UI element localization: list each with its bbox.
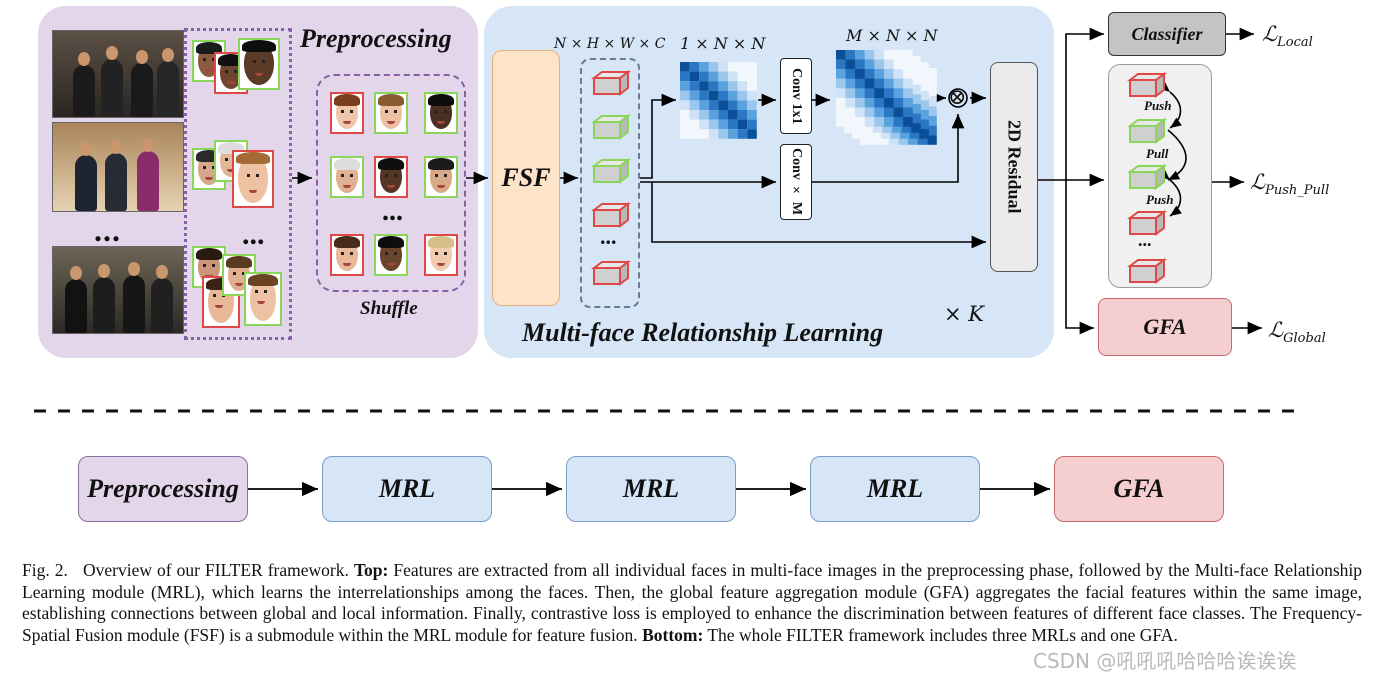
shuffled-face	[424, 156, 458, 198]
convm-label: Conv × M	[789, 148, 804, 216]
fsf-label: FSF	[501, 163, 551, 192]
mrl-title: Multi-face Relationship Learning	[522, 318, 884, 347]
residual-block: 2D Residual	[990, 62, 1038, 272]
loss-local: ℒLocal	[1262, 22, 1313, 51]
shuffled-face	[374, 156, 408, 198]
pull-label: Pull	[1146, 146, 1169, 161]
conv1x1-label: Conv 1x1	[789, 67, 804, 125]
shuffle-frame	[316, 74, 466, 292]
faces-ellipsis: ...	[242, 218, 265, 251]
pipeline-mrl-1: MRL	[322, 456, 492, 522]
gfa-block: GFA	[1098, 298, 1232, 356]
faces-dotted-frame	[184, 28, 292, 340]
feature-dims-label: N × H × W × C	[554, 36, 666, 52]
conv1x1-block: Conv 1x1	[780, 58, 812, 134]
loss-push-pull: ℒPush_Pull	[1250, 170, 1330, 199]
caption-top-label: Top:	[353, 560, 389, 580]
section-divider	[34, 409, 1300, 413]
pipeline-mrl-3: MRL	[810, 456, 980, 522]
group-photo-2	[52, 122, 184, 212]
caption-bottom-text: The whole FILTER framework includes thre…	[707, 624, 1178, 645]
face-crop	[232, 150, 274, 208]
figure-caption: Fig. 2. Overview of our FILTER framework…	[22, 560, 1362, 646]
caption-intro: Overview of our FILTER framework.	[83, 560, 349, 580]
group-photo-1	[52, 30, 184, 118]
feature-ellipsis: ...	[600, 224, 617, 249]
shuffle-ellipsis: ...	[382, 196, 403, 227]
shuffled-face	[330, 234, 364, 276]
classifier-block: Classifier	[1108, 12, 1226, 56]
pipeline-arrows	[248, 481, 1050, 497]
shuffled-face	[424, 234, 458, 276]
caption-top-text: Features are extracted from all individu…	[22, 560, 1363, 645]
fsf-block: FSF	[492, 50, 560, 306]
residual-label: 2D Residual	[1004, 120, 1025, 214]
caption-fig-label: Fig. 2.	[22, 560, 68, 580]
multiply-operator: ⊗	[948, 84, 967, 109]
convm-block: Conv × M	[780, 144, 812, 220]
face-crop	[244, 272, 282, 326]
photos-ellipsis: ...	[94, 212, 121, 248]
shuffled-face	[330, 156, 364, 198]
pipeline-preprocessing: Preprocessing	[78, 456, 248, 522]
push-label-1: Push	[1144, 98, 1172, 113]
push-pull-ellipsis: ...	[1138, 230, 1152, 250]
caption-bottom-label: Bottom:	[642, 624, 704, 645]
feature-stack-frame	[580, 58, 640, 308]
shuffle-label: Shuffle	[360, 298, 418, 319]
shuffled-face	[374, 234, 408, 276]
loss-global: ℒGlobal	[1268, 318, 1326, 347]
face-crop	[238, 38, 280, 90]
multi-affinity-dims-label: M × N × N	[846, 26, 938, 45]
classifier-label: Classifier	[1131, 23, 1203, 44]
shuffled-face	[330, 92, 364, 134]
shuffled-face	[424, 92, 458, 134]
preprocessing-title: Preprocessing	[300, 24, 452, 53]
push-label-2: Push	[1146, 192, 1174, 207]
shuffled-face	[374, 92, 408, 134]
repeat-k-label: × K	[944, 302, 984, 326]
group-photo-3	[52, 246, 184, 334]
gfa-label: GFA	[1143, 314, 1187, 339]
pipeline-mrl-2: MRL	[566, 456, 736, 522]
watermark: CSDN @吼吼吼哈哈哈诶诶诶	[1033, 649, 1297, 673]
pipeline-gfa: GFA	[1054, 456, 1224, 522]
affinity-dims-label: 1 × N × N	[680, 34, 766, 53]
